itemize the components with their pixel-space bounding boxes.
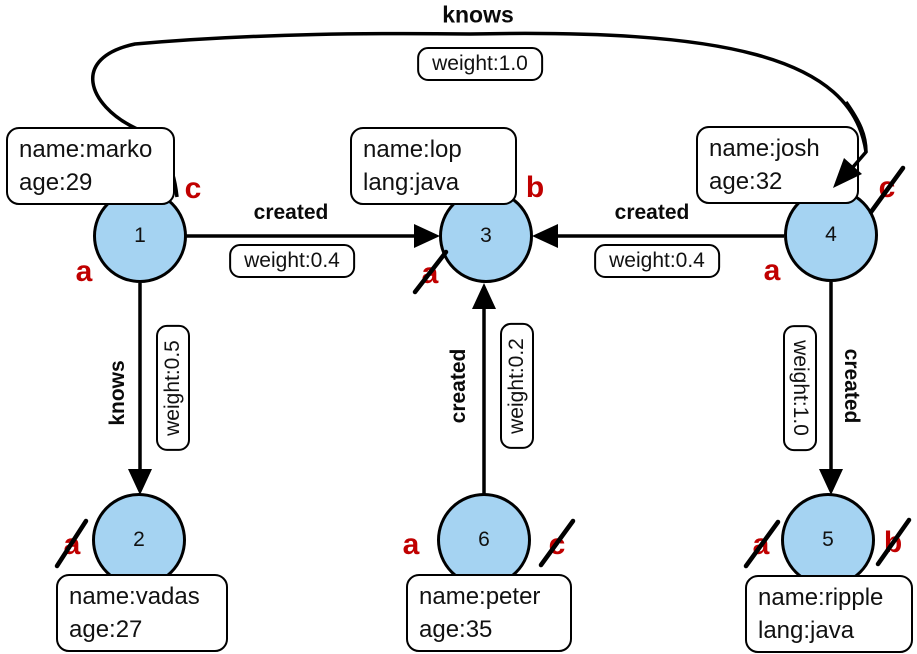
prop-line: name:ripple bbox=[758, 584, 884, 611]
node-2-id: 2 bbox=[133, 528, 145, 551]
arrowhead-created-4-5 bbox=[819, 469, 843, 495]
node-3-id: 3 bbox=[480, 224, 492, 247]
prop-line: lang:java bbox=[758, 617, 855, 644]
node-6: 6 bbox=[437, 493, 531, 587]
node-5-id: 5 bbox=[822, 528, 834, 551]
arrowhead-created-1-3 bbox=[414, 224, 440, 248]
prop-line: name:josh bbox=[709, 135, 820, 162]
prop-line: age:32 bbox=[709, 168, 783, 195]
prop-line: name:vadas bbox=[69, 583, 200, 610]
arrowhead-knows-1-2 bbox=[128, 469, 152, 495]
arrowhead-created-4-3 bbox=[532, 224, 558, 248]
node-1-id: 1 bbox=[134, 224, 146, 247]
prop-line: lang:java bbox=[363, 169, 460, 196]
node-5: 5 bbox=[781, 493, 875, 587]
node-6-id: 6 bbox=[478, 528, 490, 551]
prop-line: age:29 bbox=[19, 169, 93, 196]
node-2: 2 bbox=[92, 493, 186, 587]
prop-line: name:lop bbox=[363, 136, 462, 163]
props-node-4: name:josh age:32 bbox=[696, 126, 859, 204]
prop-line: name:peter bbox=[419, 583, 541, 610]
props-node-3: name:lop lang:java bbox=[350, 127, 517, 205]
arrowhead-created-6-3 bbox=[472, 283, 496, 309]
props-node-5: name:ripple lang:java bbox=[745, 575, 913, 653]
prop-line: name:marko bbox=[19, 136, 153, 163]
props-node-2: name:vadas age:27 bbox=[56, 574, 228, 652]
props-node-1: name:marko age:29 bbox=[6, 127, 175, 205]
prop-line: age:27 bbox=[69, 616, 143, 643]
node-4-id: 4 bbox=[825, 223, 837, 246]
props-node-6: name:peter age:35 bbox=[406, 574, 572, 652]
prop-line: age:35 bbox=[419, 616, 493, 643]
